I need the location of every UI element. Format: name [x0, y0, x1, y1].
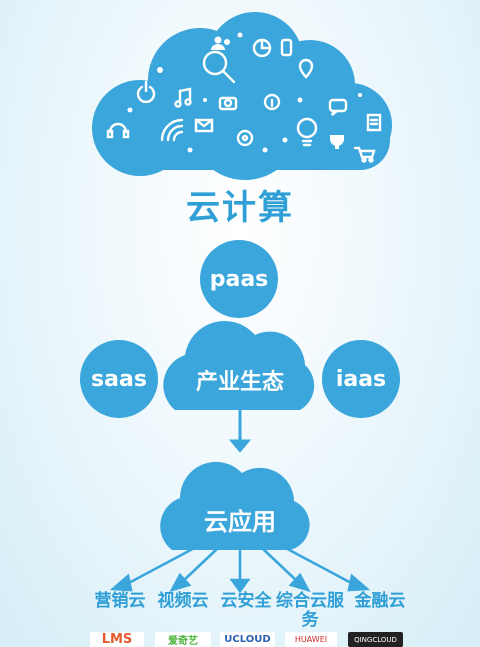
logo-ucloud: UCLOUD	[220, 632, 275, 647]
info-icon	[263, 93, 281, 111]
saas-node: saas	[80, 340, 158, 418]
cart-icon	[353, 146, 376, 163]
service-video-cloud: 视频云	[157, 591, 209, 611]
people-icon	[211, 36, 230, 50]
clipboard-icon	[366, 113, 382, 132]
mail-icon	[194, 118, 214, 133]
service-cloud-security: 云安全	[220, 591, 272, 611]
diagram-title: 云计算	[186, 188, 294, 228]
iaas-node: iaas	[322, 340, 400, 418]
lightbulb-icon	[296, 117, 318, 147]
service-integrated-cloud: 综合云服务	[276, 591, 344, 630]
logo-qingcloud: QINGCLOUD	[348, 632, 403, 647]
logo-iqiyi: 爱奇艺	[155, 632, 211, 647]
camera-icon	[218, 96, 238, 111]
trophy-icon	[330, 135, 344, 149]
industry-ecosystem-label: 产业生态	[195, 370, 284, 395]
logo-huawei: HUAWEI	[285, 632, 337, 647]
phone-icon	[280, 38, 293, 57]
chat-icon	[328, 98, 348, 116]
location-icon	[298, 58, 314, 79]
service-finance-cloud: 金融云	[354, 591, 406, 611]
headset-icon	[106, 122, 130, 139]
pie-chart-icon	[252, 38, 272, 58]
search-icon	[202, 50, 236, 84]
branch-arrows	[109, 543, 371, 594]
industry-cloud	[163, 320, 315, 410]
logo-lms: LMS	[90, 632, 144, 647]
music-icon	[174, 87, 192, 108]
paas-node: paas	[200, 240, 278, 318]
service-marketing-cloud: 营销云	[94, 591, 146, 611]
cloud-application-label: 云应用	[204, 508, 276, 536]
app-cloud	[160, 461, 310, 550]
gear-icon	[236, 129, 254, 147]
arrow-down-icon	[228, 410, 252, 453]
wifi-icon	[160, 118, 184, 142]
power-icon	[136, 80, 156, 104]
